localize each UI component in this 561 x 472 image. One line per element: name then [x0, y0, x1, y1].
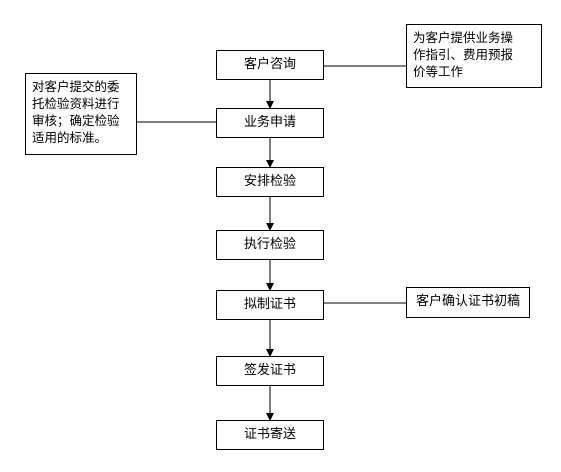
note-apply: 对客户提交的委 托检验资料进行 审核；确定检验 适用的标准。 — [25, 73, 137, 155]
note-draft: 客户确认证书初稿 — [406, 287, 530, 318]
note-consult: 为客户提供业务操 作指引、费用预报 价等工作 — [406, 24, 542, 88]
step-send: 证书寄送 — [216, 420, 324, 450]
step-issue: 签发证书 — [216, 356, 324, 386]
step-apply: 业务申请 — [216, 108, 324, 138]
step-label: 客户咨询 — [243, 56, 296, 72]
step-label: 业务申请 — [243, 114, 296, 130]
step-label: 拟制证书 — [243, 296, 296, 312]
step-label: 执行检验 — [243, 236, 296, 252]
step-arrange: 安排检验 — [216, 167, 324, 197]
note-line: 价等工作 — [413, 64, 464, 79]
step-label: 证书寄送 — [243, 426, 296, 442]
step-label: 安排检验 — [243, 173, 296, 189]
note-line: 为客户提供业务操 — [413, 30, 514, 45]
step-consult: 客户咨询 — [216, 50, 324, 80]
note-line: 适用的标准。 — [32, 130, 108, 145]
step-draft: 拟制证书 — [216, 290, 324, 320]
step-execute: 执行检验 — [216, 230, 324, 260]
note-line: 托检验资料进行 — [32, 96, 120, 111]
step-label: 签发证书 — [243, 362, 296, 378]
note-line: 审核；确定检验 — [32, 113, 120, 128]
note-line: 作指引、费用预报 — [413, 47, 514, 62]
note-line: 对客户提交的委 — [32, 79, 120, 94]
note-line: 客户确认证书初稿 — [415, 294, 520, 310]
